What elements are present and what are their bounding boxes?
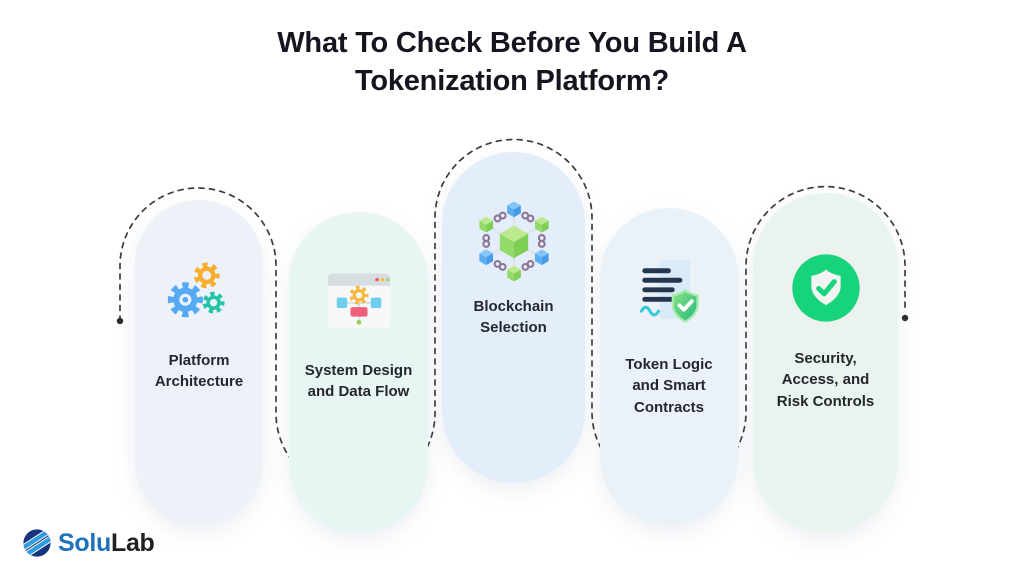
step-card-token-logic: Token Logic and Smart Contracts bbox=[600, 208, 738, 526]
brand-name-secondary: Lab bbox=[110, 528, 155, 557]
step-label: Security, Access, and Risk Controls bbox=[776, 350, 875, 410]
path-start-dot bbox=[116, 317, 124, 325]
path-end-dot bbox=[901, 314, 909, 322]
step-label: Blockchain Selection bbox=[473, 298, 554, 337]
step-card-platform-architecture: Platform Architecture bbox=[135, 200, 263, 526]
brand-name-primary: Solu bbox=[58, 528, 111, 557]
page-title: What To Check Before You Build A Tokeniz… bbox=[277, 27, 747, 98]
brand-logo: SoluLab bbox=[22, 528, 155, 558]
window-flowchart-icon bbox=[319, 258, 399, 342]
step-label: Token Logic and Smart Contracts bbox=[625, 356, 713, 416]
blockchain-network-icon bbox=[468, 198, 560, 282]
solulab-sphere-icon bbox=[22, 528, 52, 558]
step-card-system-design: System Design and Data Flow bbox=[289, 212, 428, 534]
step-card-blockchain-selection: Blockchain Selection bbox=[442, 152, 585, 483]
step-card-security-controls: Security, Access, and Risk Controls bbox=[753, 193, 898, 533]
shield-check-icon bbox=[785, 246, 867, 330]
contract-shield-icon bbox=[629, 252, 709, 336]
step-label: Platform Architecture bbox=[154, 352, 244, 391]
step-label: System Design and Data Flow bbox=[304, 362, 413, 401]
gears-icon bbox=[158, 248, 240, 332]
brand-name: SoluLab bbox=[58, 528, 155, 557]
